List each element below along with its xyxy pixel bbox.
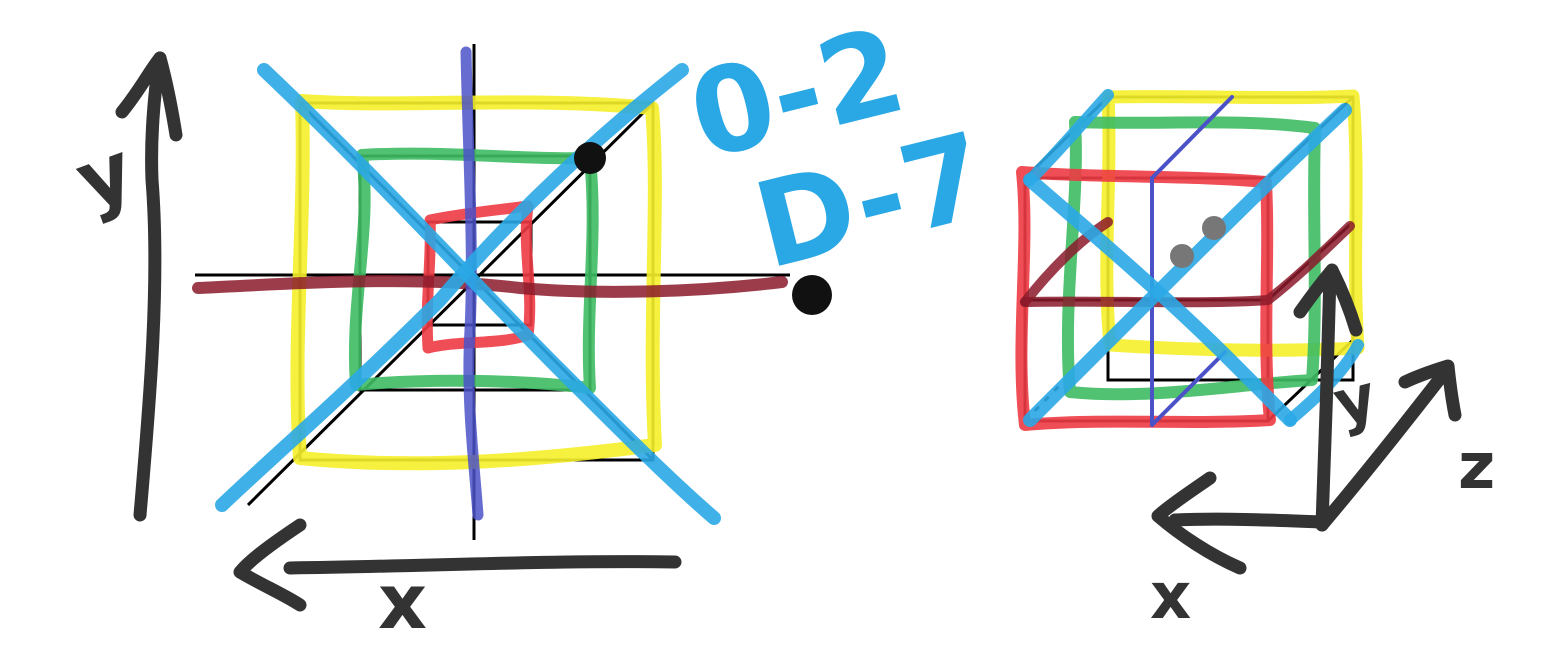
blue-diagonal-a bbox=[257, 63, 721, 525]
green-middle-square bbox=[348, 147, 599, 394]
yellow-outer-square bbox=[290, 94, 662, 471]
cube-gray-dot-1 bbox=[1170, 244, 1194, 268]
right-x-axis-label: x bbox=[1150, 560, 1191, 634]
dark-red-x-axis bbox=[192, 275, 788, 298]
right-y-axis-arrow bbox=[1293, 263, 1363, 532]
cube-dark-red-plane bbox=[1020, 221, 1355, 308]
outside-dot bbox=[792, 275, 832, 315]
left-diagram: y x bbox=[64, 44, 832, 646]
left-y-axis-arrow bbox=[115, 51, 183, 522]
right-z-axis-arrow bbox=[1315, 359, 1462, 532]
right-z-axis-label: z bbox=[1458, 430, 1495, 504]
right-x-axis-arrow bbox=[1151, 471, 1329, 575]
purple-y-axis bbox=[460, 46, 484, 521]
right-diagram: y z x bbox=[1015, 89, 1495, 634]
left-x-axis-arrow bbox=[233, 518, 682, 612]
cube-dark-red-plane-left bbox=[1020, 217, 1113, 307]
left-y-axis-label: y bbox=[64, 123, 145, 228]
corner-dot bbox=[574, 142, 606, 174]
cube-gray-dot-2 bbox=[1202, 216, 1226, 240]
left-x-axis-label: x bbox=[378, 557, 427, 646]
cube-red-face bbox=[1015, 166, 1276, 431]
cube-green-face bbox=[1061, 116, 1321, 401]
cube-blue-back-edge bbox=[1024, 89, 1114, 186]
cube-blue-diagonal-a bbox=[1023, 173, 1297, 427]
cube-blue-diagonal-b bbox=[1023, 103, 1352, 427]
right-y-axis-label: y bbox=[1326, 359, 1384, 440]
range-notes: 0-2 D-7 bbox=[677, 1, 1000, 296]
